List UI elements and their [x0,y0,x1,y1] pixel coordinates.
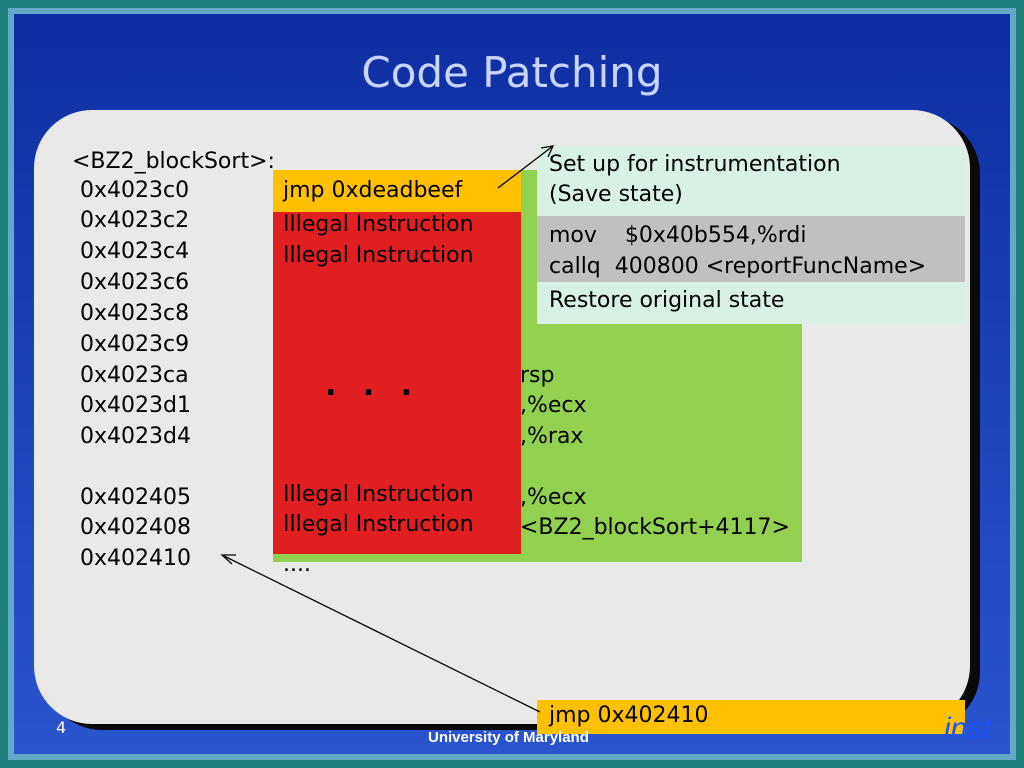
original-code-fragment: rsp [520,363,555,388]
original-code-fragment: <BZ2_blockSort+4117> [520,515,790,540]
illegal-instruction: Illegal Instruction [283,482,474,507]
illegal-instruction: Illegal Instruction [283,212,474,237]
address-label: 0x402405 [80,485,191,510]
footer-text: University of Maryland [428,729,589,746]
address-label: 0x4023c6 [80,270,190,295]
address-label: 0x402410 [80,546,191,571]
call-line: callq 400800 <reportFuncName> [549,254,927,279]
instrumentation-calls: mov $0x40b554,%rdi callq 400800 <reportF… [537,216,965,282]
instrumentation-box: Set up for instrumentation (Save state) … [537,146,965,324]
trailing-dots: .... [283,552,311,577]
address-label: 0x4023d4 [80,424,191,449]
original-code-fragment: ,%ecx [520,393,587,418]
original-code-fragment: ,%rax [520,424,584,449]
return-jump-box: jmp 0x402410 [537,700,965,734]
address-label: 0x4023c4 [80,239,190,264]
patched-code-block [273,172,521,554]
instrumentation-restore: Restore original state [537,282,965,324]
slide-number: 4 [56,718,67,737]
ellipsis: . . . [325,368,421,403]
address-label: 0x4023c0 [80,178,190,203]
patch-jump-box [273,170,521,212]
call-line: mov $0x40b554,%rdi [549,223,807,248]
setup-line: (Save state) [549,182,683,207]
logo: inst [944,712,991,745]
original-code-fragment: ,%ecx [520,485,587,510]
address-label: 0x4023c9 [80,332,190,357]
patch-jump-instruction: jmp 0xdeadbeef [283,178,463,203]
setup-line: Set up for instrumentation [549,152,841,177]
address-label: 0x4023d1 [80,393,191,418]
illegal-instruction: Illegal Instruction [283,512,474,537]
address-label: 0x4023c2 [80,208,190,233]
return-jump-instruction: jmp 0x402410 [549,703,709,728]
illegal-instruction: Illegal Instruction [283,243,474,268]
restore-line: Restore original state [549,288,785,313]
function-label: <BZ2_blockSort>: [72,149,275,174]
address-label: 0x402408 [80,515,191,540]
instrumentation-setup: Set up for instrumentation (Save state) [537,146,965,216]
address-label: 0x4023c8 [80,301,190,326]
slide-title: Code Patching [361,48,663,97]
address-label: 0x4023ca [80,363,189,388]
